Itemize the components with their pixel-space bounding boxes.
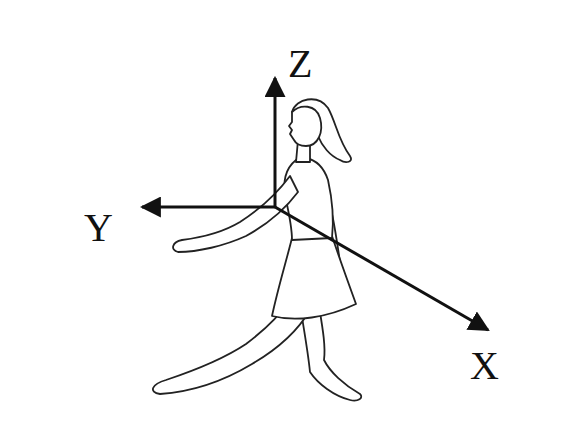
z-axis [274,78,277,207]
axis-label: Z [288,44,312,84]
y-axis [142,206,275,209]
axis-label: Y [84,208,113,248]
x-axis [275,207,488,330]
axis-label: X [470,346,499,386]
